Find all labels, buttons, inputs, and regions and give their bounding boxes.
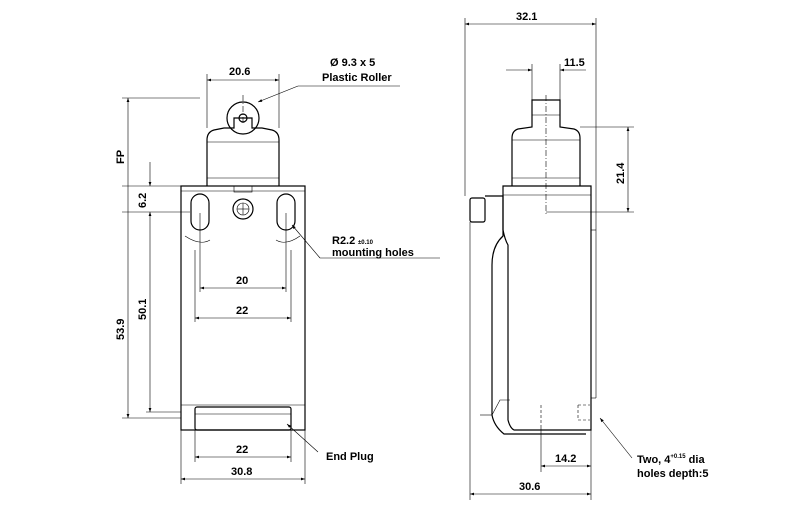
front-dimensions: 20.6 Ø 9.3 x 5 Plastic Roller FP 53.9 6.… [115,57,440,484]
side-boss [469,197,486,223]
dim-hole-spacing: 20 [236,275,248,287]
dim-side-hole-offset: 14.2 [555,453,576,465]
dim-front-62: 6.2 [137,193,149,208]
front-view [180,95,306,431]
holes-label-1: Two, 4+0.15 dia [637,454,705,466]
actuator-head [206,117,280,186]
end-plug-label: End Plug [326,451,374,463]
side-view [469,95,597,435]
dim-side-head-width: 11.5 [564,57,585,69]
roller-label: Plastic Roller [322,72,392,84]
dim-side-head-height: 21.4 [615,162,627,184]
holes-label-2: holes depth:5 [637,468,709,480]
roller-diameter: Ø 9.3 x 5 [330,57,375,69]
hole-radius: R2.2 [332,235,355,247]
dim-front-height-501: 50.1 [137,299,149,320]
dim-side-total-width: 32.1 [516,11,537,23]
roller [226,101,260,135]
side-dimensions: 32.1 11.5 21.4 14.2 30.6 Two, 4+0.15 dia… [464,11,709,500]
dim-front-base-width: 30.8 [231,466,252,478]
dim-side-base-width: 30.6 [519,481,540,493]
hole-tolerance: ±0.10 [358,240,374,246]
fp-label: FP [115,150,127,164]
hole-label: mounting holes [332,247,414,259]
dim-width-22: 22 [236,305,248,317]
dim-front-height-539: 53.9 [115,319,127,340]
side-body [502,185,592,431]
dim-front-top-width: 20.6 [229,66,250,78]
center-screw [232,198,254,220]
dim-plug-width: 22 [236,444,248,456]
end-plug [194,406,292,431]
side-plate [485,195,586,435]
